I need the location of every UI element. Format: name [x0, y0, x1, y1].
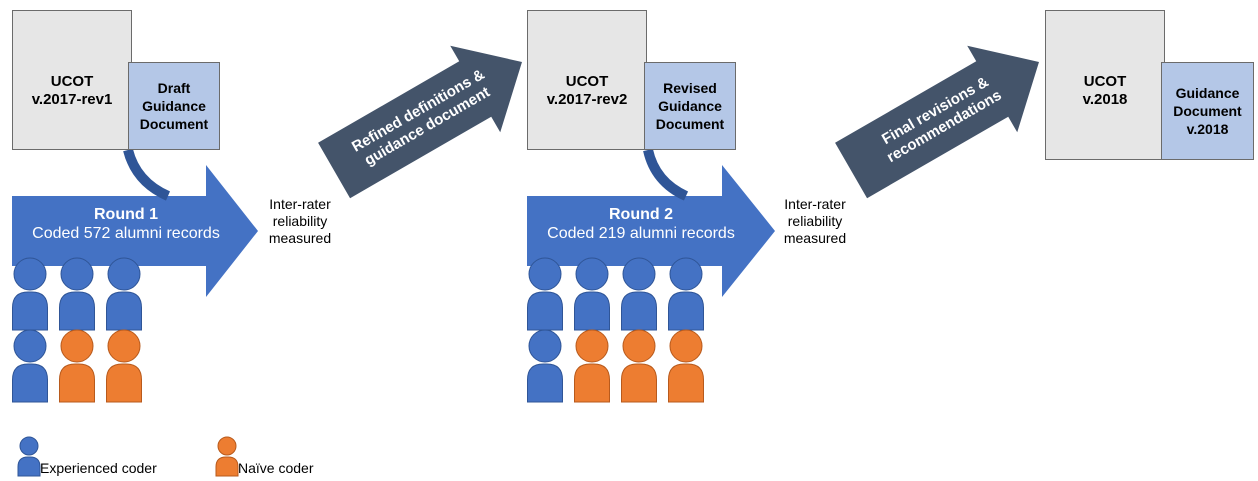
irr-label-2: Inter-rater reliability measured — [770, 196, 860, 247]
round2-experienced-coder-3 — [621, 257, 657, 331]
round2-naive-coder-7-head — [622, 329, 656, 363]
round2-experienced-coder-2-head — [575, 257, 609, 291]
round2-experienced-coder-4-head — [669, 257, 703, 291]
round2-naive-coder-6 — [574, 329, 610, 403]
guide-2-line-2: Guidance — [658, 98, 722, 114]
round2-experienced-coder-5-head — [528, 329, 562, 363]
legend-naive-icon — [215, 436, 239, 477]
ucot-2-line-2: v.2017-rev2 — [546, 91, 628, 108]
guidance-box-1: Draft Guidance Document — [128, 62, 220, 150]
irr-1-line-2: reliability — [272, 213, 328, 229]
ucot-box-1: UCOT v.2017-rev1 — [12, 10, 132, 150]
ucot-1-line-1: UCOT — [50, 73, 94, 90]
guidance-box-2: Revised Guidance Document — [644, 62, 736, 150]
irr-2-line-2: reliability — [787, 213, 843, 229]
round2-naive-coder-8 — [668, 329, 704, 403]
round1-experienced-coder-4-body — [12, 363, 48, 403]
round2-label: Round 2 Coded 219 alumni records — [535, 205, 747, 243]
guidance-box-3: Guidance Document v.2018 — [1161, 62, 1254, 160]
ucot-box-3: UCOT v.2018 — [1045, 10, 1165, 160]
round1-experienced-coder-3-head — [107, 257, 141, 291]
round1-experienced-coder-2-head — [60, 257, 94, 291]
ucot-3-line-2: v.2018 — [1082, 91, 1128, 108]
ucot-1-line-2: v.2017-rev1 — [31, 91, 113, 108]
round2-experienced-coder-2-body — [574, 291, 610, 331]
round2-experienced-coder-4 — [668, 257, 704, 331]
irr-2-line-3: measured — [783, 230, 847, 246]
transition-arrow-2 — [835, 45, 1039, 199]
round2-experienced-coder-5-body — [527, 363, 563, 403]
round2-subtitle: Coded 219 alumni records — [547, 225, 735, 242]
round2-naive-coder-7-body — [621, 363, 657, 403]
legend-naive-icon-head — [217, 436, 237, 456]
legend-naive-icon-body — [215, 456, 239, 477]
round1-experienced-coder-1-body — [12, 291, 48, 331]
legend-experienced-icon-body — [17, 456, 41, 477]
connector-curve-1 — [123, 148, 171, 201]
round1-naive-coder-6-body — [106, 363, 142, 403]
guide-1-line-1: Draft — [157, 80, 191, 96]
round1-naive-coder-6-head — [107, 329, 141, 363]
round1-experienced-coder-2-body — [59, 291, 95, 331]
legend-naive-label: Naïve coder — [238, 460, 314, 476]
round1-title: Round 1 — [94, 206, 158, 223]
legend-experienced-icon — [17, 436, 41, 477]
round1-experienced-coder-3-body — [106, 291, 142, 331]
round2-experienced-coder-5 — [527, 329, 563, 403]
ucot-3-line-1: UCOT — [1083, 73, 1127, 90]
round2-experienced-coder-1 — [527, 257, 563, 331]
guide-2-line-3: Document — [655, 116, 725, 132]
round2-title: Round 2 — [609, 206, 673, 223]
round1-label: Round 1 Coded 572 alumni records — [20, 205, 232, 243]
round2-experienced-coder-2 — [574, 257, 610, 331]
round1-experienced-coder-4 — [12, 329, 48, 403]
transition-arrow-1 — [318, 45, 522, 199]
guide-1-line-3: Document — [139, 116, 209, 132]
ucot-box-2: UCOT v.2017-rev2 — [527, 10, 647, 150]
ucot-2-line-1: UCOT — [565, 73, 609, 90]
round2-naive-coder-6-body — [574, 363, 610, 403]
round2-experienced-coder-1-body — [527, 291, 563, 331]
round2-experienced-coder-3-head — [622, 257, 656, 291]
round2-naive-coder-6-head — [575, 329, 609, 363]
round1-naive-coder-5 — [59, 329, 95, 403]
guide-2-line-1: Revised — [663, 80, 717, 96]
guide-3-line-3: v.2018 — [1186, 121, 1229, 137]
irr-2-line-1: Inter-rater — [784, 196, 846, 212]
round1-experienced-coder-2 — [59, 257, 95, 331]
round2-experienced-coder-4-body — [668, 291, 704, 331]
round1-subtitle: Coded 572 alumni records — [32, 225, 220, 242]
round2-naive-coder-7 — [621, 329, 657, 403]
round1-experienced-coder-1-head — [13, 257, 47, 291]
guide-1-line-2: Guidance — [142, 98, 206, 114]
round1-experienced-coder-4-head — [13, 329, 47, 363]
round1-experienced-coder-3 — [106, 257, 142, 331]
guide-3-line-2: Document — [1173, 103, 1242, 119]
legend-experienced-icon-head — [19, 436, 39, 456]
round1-naive-coder-5-head — [60, 329, 94, 363]
round1-naive-coder-6 — [106, 329, 142, 403]
irr-1-line-1: Inter-rater — [269, 196, 331, 212]
round1-naive-coder-5-body — [59, 363, 95, 403]
connector-curve-2 — [643, 148, 689, 201]
round2-naive-coder-8-body — [668, 363, 704, 403]
guide-3-line-1: Guidance — [1175, 85, 1240, 101]
round2-experienced-coder-1-head — [528, 257, 562, 291]
round1-experienced-coder-1 — [12, 257, 48, 331]
round2-experienced-coder-3-body — [621, 291, 657, 331]
round2-naive-coder-8-head — [669, 329, 703, 363]
irr-1-line-3: measured — [268, 230, 332, 246]
irr-label-1: Inter-rater reliability measured — [255, 196, 345, 247]
legend-experienced-label: Experienced coder — [40, 460, 157, 476]
